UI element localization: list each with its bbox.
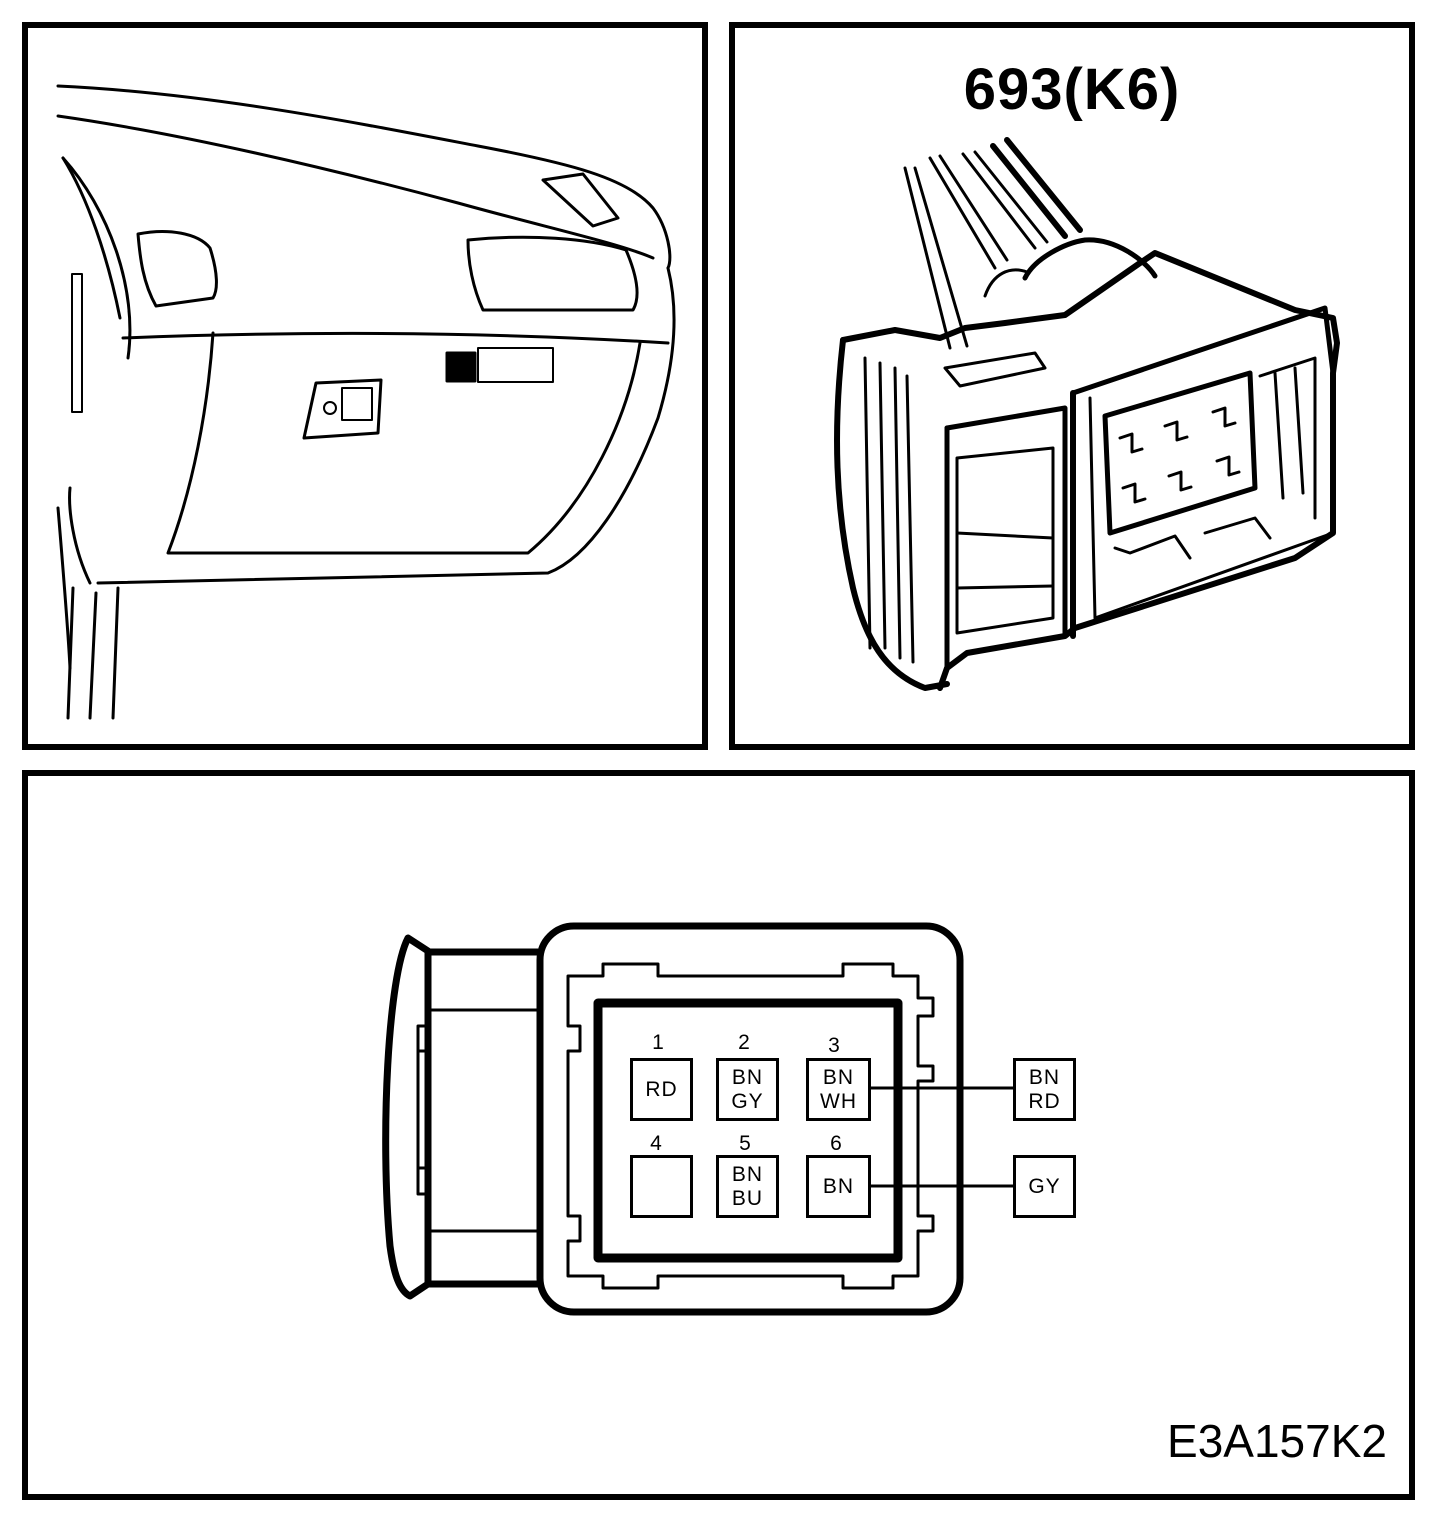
external-wire-pin-6-color: GY [1028, 1174, 1061, 1198]
pin-5-color-stripe: BU [731, 1186, 764, 1210]
external-wire-pin-6: GY [1013, 1155, 1076, 1218]
pin-number-3: 3 [828, 1034, 840, 1057]
pin-number-2: 2 [738, 1031, 750, 1054]
pinout-panel: 1 2 3 4 5 6 RD BN GY BN WH BN BU BN BN R… [22, 770, 1415, 1500]
figure-code: E3A157K2 [1167, 1415, 1387, 1467]
dashboard-location-illustration [56, 84, 676, 720]
pin-number-1: 1 [652, 1031, 664, 1054]
pin-5-color-primary: BN [731, 1162, 764, 1186]
connector-illustration [834, 137, 1340, 691]
pin-3-color-stripe: WH [820, 1089, 857, 1113]
connector-view-panel: 693(K6) [729, 22, 1415, 750]
pin-2-color-stripe: GY [731, 1089, 764, 1113]
pin-cell-1: RD [630, 1058, 693, 1121]
external-wire-pin-3-primary: BN [1028, 1065, 1061, 1089]
connector-face-outline [382, 922, 1013, 1316]
pin-number-6: 6 [830, 1132, 842, 1155]
pin-3-color-primary: BN [822, 1065, 855, 1089]
pin-cell-4 [630, 1155, 693, 1218]
pin-2-color-primary: BN [731, 1065, 764, 1089]
connector-title: 693(K6) [963, 57, 1181, 122]
external-wire-pin-3: BN RD [1013, 1058, 1076, 1121]
pin-cell-3: BN WH [806, 1058, 871, 1121]
location-panel [22, 22, 708, 750]
pin-cell-6: BN [806, 1155, 871, 1218]
external-wire-pin-3-stripe: RD [1028, 1089, 1061, 1113]
pin-6-color: BN [822, 1174, 855, 1198]
pin-number-4: 4 [650, 1132, 662, 1155]
pin-cell-2: BN GY [716, 1058, 779, 1121]
pin-cell-5: BN BU [716, 1155, 779, 1218]
pin-1-color: RD [645, 1077, 678, 1101]
pin-number-5: 5 [739, 1132, 751, 1155]
